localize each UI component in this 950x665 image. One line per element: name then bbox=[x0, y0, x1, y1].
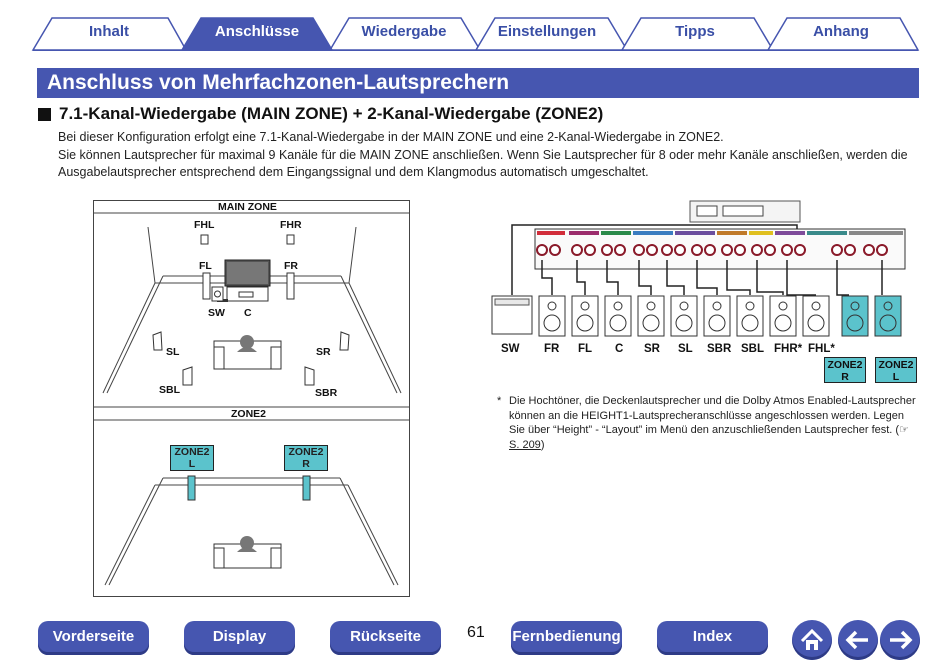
arrow-right-icon bbox=[890, 630, 913, 650]
speaker-label-fhr: FHR bbox=[280, 219, 302, 231]
wiring-zone2-l-line1: ZONE2 bbox=[878, 359, 914, 371]
page-title: Anschluss von Mehrfachzonen-Lautsprecher… bbox=[37, 68, 919, 98]
hand-pointer-icon: ☞ bbox=[899, 424, 909, 436]
tab-wiedergabe[interactable]: Wiedergabe bbox=[361, 23, 447, 40]
footnote-page-link[interactable]: S. 209 bbox=[509, 438, 541, 451]
wiring-zone2-r-line1: ZONE2 bbox=[827, 359, 863, 371]
tab-einstellungen[interactable]: Einstellungen bbox=[497, 23, 597, 40]
wiring-label-sl: SL bbox=[678, 343, 693, 355]
footnote-text: Die Hochtöner, die Deckenlautsprecher un… bbox=[509, 395, 916, 436]
room-layout-drawing bbox=[93, 200, 410, 597]
arrow-left-icon bbox=[845, 630, 868, 650]
wiring-label-sw: SW bbox=[501, 343, 520, 355]
wiring-drawing bbox=[491, 200, 906, 337]
zone2-label: ZONE2 bbox=[231, 408, 267, 420]
page-number: 61 bbox=[467, 624, 485, 641]
speaker-label-sl: SL bbox=[166, 346, 180, 358]
wiring-diagram: SW FR FL C SR SL SBR SBL FHR* FHL* ZONE2… bbox=[487, 200, 917, 390]
nav-fernbedienung-button[interactable]: Fernbedienung bbox=[511, 621, 622, 655]
zone2-right-line1: ZONE2 bbox=[288, 446, 324, 458]
nav-index-button[interactable]: Index bbox=[657, 621, 768, 655]
main-zone-label: MAIN ZONE bbox=[218, 201, 277, 213]
speaker-label-sr: SR bbox=[316, 346, 331, 358]
speaker-label-fr: FR bbox=[284, 260, 298, 272]
wiring-label-fhr: FHR* bbox=[774, 343, 803, 355]
section-heading: 7.1-Kanal-Wiedergabe (MAIN ZONE) + 2-Kan… bbox=[38, 104, 603, 124]
tab-anhang[interactable]: Anhang bbox=[813, 23, 869, 40]
wiring-label-fhl: FHL* bbox=[808, 343, 835, 355]
paragraph-2: Sie können Lautsprecher für maximal 9 Ka… bbox=[58, 148, 908, 179]
nav-rueckseite-button[interactable]: Rückseite bbox=[330, 621, 441, 655]
home-button[interactable] bbox=[792, 620, 832, 660]
speaker-label-c: C bbox=[244, 307, 252, 319]
wiring-label-sbl: SBL bbox=[741, 343, 764, 355]
tab-anschluesse[interactable]: Anschlüsse bbox=[214, 23, 300, 40]
footnote: * Die Hochtöner, die Deckenlautsprecher … bbox=[497, 395, 916, 451]
speaker-label-sbr: SBR bbox=[315, 387, 338, 399]
paragraph-1: Bei dieser Konfiguration erfolgt eine 7.… bbox=[58, 130, 724, 144]
zone2-right-line2: R bbox=[302, 458, 310, 470]
wiring-label-sbr: SBR bbox=[707, 343, 732, 355]
zone2-left-line1: ZONE2 bbox=[174, 446, 210, 458]
nav-display-button[interactable]: Display bbox=[184, 621, 295, 655]
speaker-label-fl: FL bbox=[199, 260, 212, 272]
zone2-left-box: ZONE2 L bbox=[170, 445, 214, 471]
wiring-label-fr: FR bbox=[544, 343, 560, 355]
wiring-label-c: C bbox=[615, 343, 624, 355]
speaker-label-sw: SW bbox=[208, 307, 225, 319]
speaker-label-fhl: FHL bbox=[194, 219, 215, 231]
tab-inhalt[interactable]: Inhalt bbox=[89, 23, 129, 40]
tab-tipps[interactable]: Tipps bbox=[675, 23, 715, 40]
wiring-label-fl: FL bbox=[578, 343, 593, 355]
section-heading-text: 7.1-Kanal-Wiedergabe (MAIN ZONE) + 2-Kan… bbox=[59, 104, 604, 123]
nav-vorderseite-button[interactable]: Vorderseite bbox=[38, 621, 149, 655]
footnote-star: * bbox=[497, 395, 502, 407]
zone2-right-box: ZONE2 R bbox=[284, 445, 328, 471]
tab-shapes bbox=[31, 17, 920, 51]
forward-button[interactable] bbox=[880, 620, 920, 660]
wiring-zone2-r-line2: R bbox=[841, 371, 849, 383]
zone2-left-line2: L bbox=[188, 458, 196, 470]
tab-bar: Inhalt Anschlüsse Wiedergabe Einstellung… bbox=[0, 0, 950, 56]
wiring-zone2-r-box: ZONE2 R bbox=[824, 357, 866, 383]
wiring-zone2-l-line2: L bbox=[892, 371, 900, 383]
home-icon bbox=[800, 628, 824, 650]
wiring-label-sr: SR bbox=[644, 343, 660, 355]
back-button[interactable] bbox=[838, 620, 878, 660]
speaker-label-sbl: SBL bbox=[159, 384, 180, 396]
room-layout-diagram: MAIN ZONE ZONE2 FHL FHR FL FR SW C SL SR… bbox=[93, 200, 410, 597]
bullet-square-icon bbox=[38, 107, 51, 121]
wiring-zone2-l-box: ZONE2 L bbox=[875, 357, 917, 383]
